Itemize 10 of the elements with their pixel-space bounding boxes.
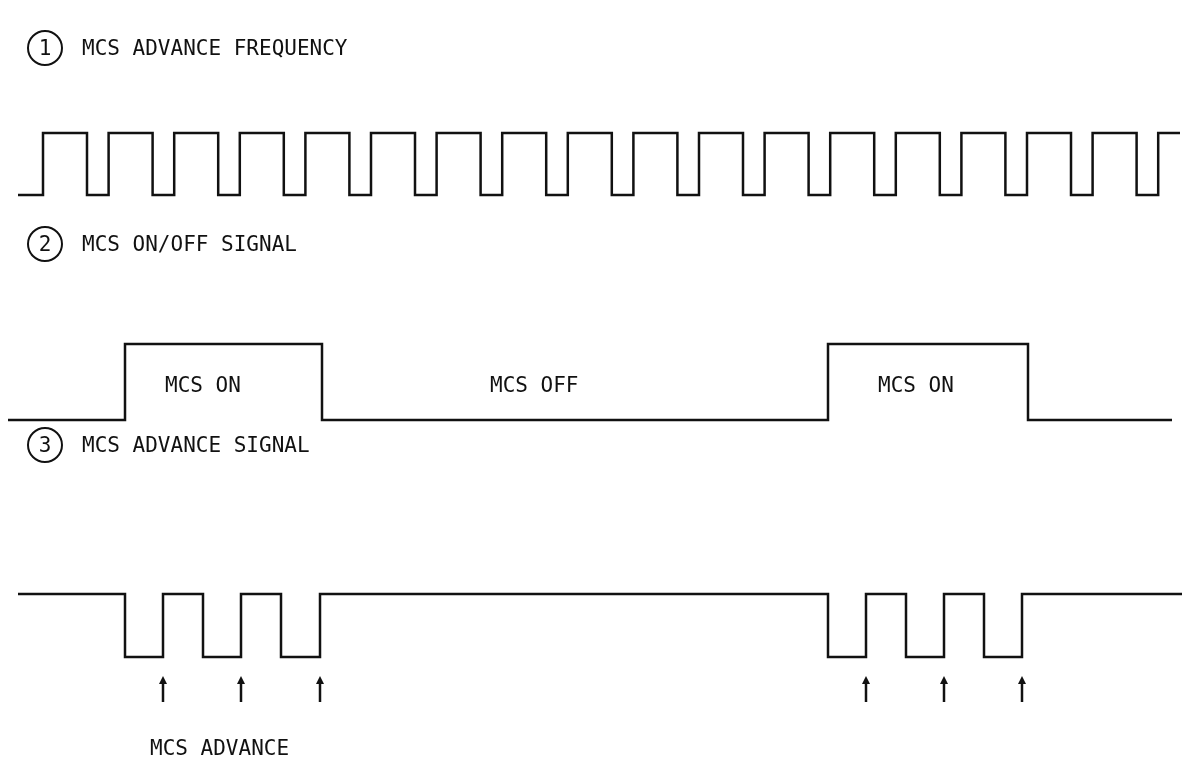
signal-title: MCS ADVANCE SIGNAL	[82, 433, 310, 457]
state-label: MCS ON	[878, 373, 954, 397]
number-circle: 1	[27, 30, 63, 66]
signal-title: MCS ADVANCE FREQUENCY	[82, 36, 348, 60]
state-label: MCS OFF	[490, 373, 579, 397]
number-circle: 3	[27, 427, 63, 463]
signal-title: MCS ON/OFF SIGNAL	[82, 232, 297, 256]
signal-name: MCS ADVANCE	[150, 736, 290, 760]
state-label: MCS ON	[165, 373, 241, 397]
number-circle: 2	[27, 226, 63, 262]
